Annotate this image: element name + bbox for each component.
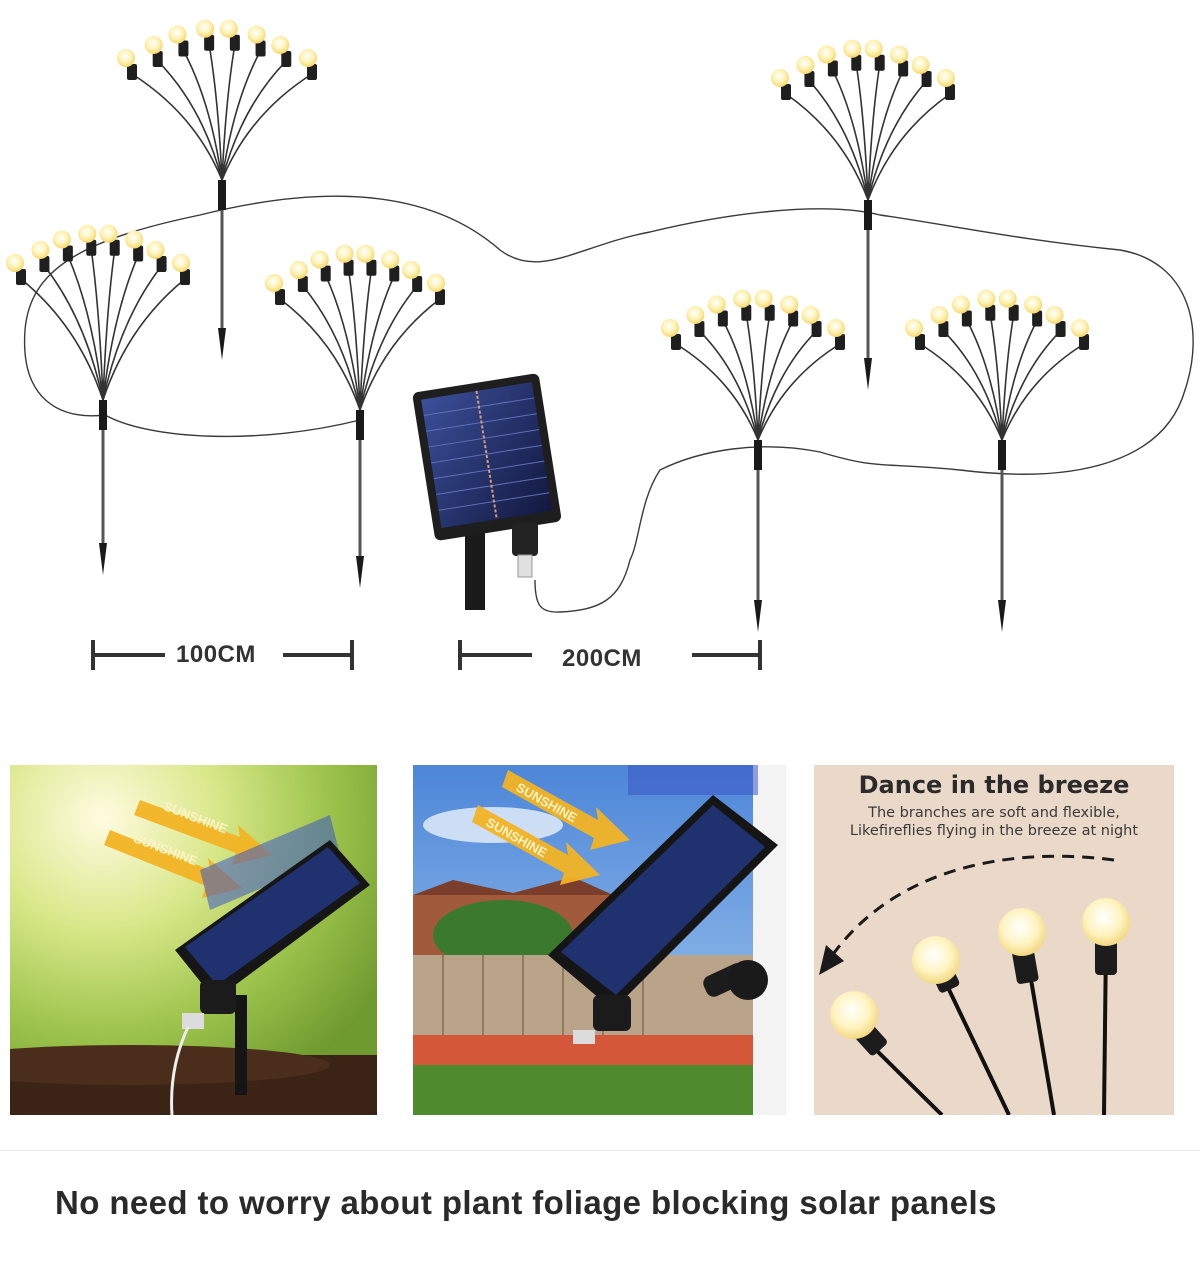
bulb	[796, 55, 815, 74]
dimension-label-200cm: 200CM	[556, 645, 648, 673]
bulb	[911, 55, 930, 74]
bulb	[890, 45, 909, 64]
bulb	[827, 319, 845, 337]
caption-band: No need to worry about plant foliage blo…	[0, 1150, 1200, 1261]
bulb	[661, 319, 679, 337]
bulb	[52, 230, 71, 249]
bulb	[707, 295, 726, 314]
bulb	[977, 289, 996, 308]
bulb	[310, 250, 329, 269]
bulb	[168, 25, 187, 44]
firework-light-stake	[905, 289, 1089, 632]
bulb	[843, 39, 862, 58]
firefly-stem-4	[1082, 898, 1130, 1115]
bulb	[1045, 305, 1064, 324]
breeze-title: Dance in the breeze	[858, 771, 1130, 799]
breeze-subtitle-line-2: Likefireflies flying in the breeze at ni…	[849, 823, 1139, 839]
breeze-illustration: Dance in the breeze The branches are sof…	[814, 765, 1174, 1115]
bulb	[1071, 319, 1089, 337]
bulb	[196, 19, 215, 38]
firefly-stem-3	[998, 908, 1056, 1115]
bulb	[219, 19, 238, 38]
dimension-bar-200cm	[458, 640, 762, 670]
dimension-bar-100cm	[91, 640, 354, 670]
bulb	[289, 260, 308, 279]
firework-light-stake	[661, 289, 845, 632]
firefly-lights-diagram	[6, 19, 1194, 670]
bulb	[905, 319, 923, 337]
sunshine-arrow-2	[472, 805, 600, 885]
bulb	[1024, 295, 1043, 314]
caption: No need to worry about plant foliage blo…	[55, 1184, 997, 1221]
garden-stake-photo: SUNSHINE SUNSHINE	[10, 765, 377, 1115]
bulb	[265, 274, 283, 292]
bulb	[271, 35, 290, 54]
bulb	[117, 49, 135, 67]
bulb	[381, 250, 400, 269]
bulb	[930, 305, 949, 324]
firefly-stem-1	[830, 991, 944, 1115]
wall-mount-photo: SUNSHINE SUNSHINE	[413, 765, 786, 1115]
solar-panel	[548, 795, 778, 1044]
bulb	[335, 244, 354, 263]
bulb	[299, 49, 317, 67]
bulb	[771, 69, 789, 87]
firework-light-stake	[6, 224, 190, 575]
sunshine-arrow-1	[134, 800, 272, 865]
bulb	[733, 289, 752, 308]
bulb	[686, 305, 705, 324]
bulb	[864, 39, 883, 58]
firework-light-stake	[117, 19, 317, 360]
bulb	[172, 254, 190, 272]
bulb	[99, 224, 118, 243]
bulb	[78, 224, 97, 243]
solar-panel	[175, 840, 370, 1095]
firefly-stem-2	[912, 936, 1011, 1115]
bulb	[754, 289, 773, 308]
bulb	[402, 260, 421, 279]
connecting-wire-lower	[104, 414, 361, 438]
solar-panel	[412, 373, 562, 610]
bulb	[937, 69, 955, 87]
connecting-wire	[23, 195, 1194, 613]
bulb	[998, 289, 1017, 308]
breeze-subtitle-line-1: The branches are soft and flexible,	[868, 805, 1120, 821]
bulb	[144, 35, 163, 54]
bulb	[801, 305, 820, 324]
sunshine-arrow-1	[502, 770, 630, 850]
bulb	[951, 295, 970, 314]
bulb	[427, 274, 445, 292]
bulb	[6, 254, 24, 272]
bulb	[817, 45, 836, 64]
firework-light-stake	[265, 244, 445, 588]
bulb	[356, 244, 375, 263]
bulb	[247, 25, 266, 44]
bulb	[125, 230, 144, 249]
bulb	[780, 295, 799, 314]
bulb	[31, 240, 50, 259]
breeze-arrow	[827, 854, 1115, 961]
firework-light-stake	[771, 39, 955, 390]
bulb	[146, 240, 165, 259]
dimension-label-100cm: 100CM	[170, 641, 262, 669]
